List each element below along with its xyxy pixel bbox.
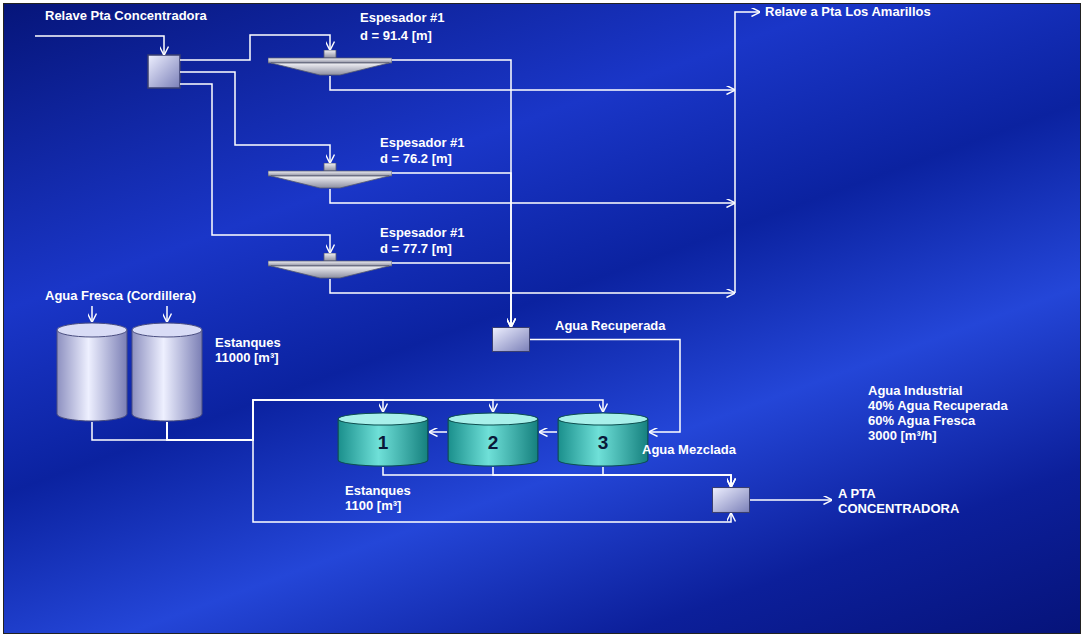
thickener: Espesador #1d = 91.4 [m] bbox=[268, 50, 392, 78]
mixing-tank: 3 bbox=[557, 412, 649, 467]
thickener-symbol bbox=[268, 163, 392, 191]
collector-box bbox=[492, 327, 530, 352]
mixing-tank: 1 bbox=[337, 412, 429, 467]
fresh-inlet bbox=[166, 306, 168, 322]
mixing-tank: 2 bbox=[447, 412, 539, 467]
flow-label: Relave a Pta Los Amarillos bbox=[765, 4, 931, 19]
feed-pipe bbox=[180, 72, 330, 163]
tailings-pipe bbox=[735, 12, 760, 293]
node-label: Agua Recuperada bbox=[555, 318, 666, 333]
thickener-symbol bbox=[268, 50, 392, 78]
node-label: 40% Agua Recuperada bbox=[868, 398, 1008, 413]
fresh-inlet bbox=[91, 306, 93, 322]
flow-label: Relave Pta Concentradora bbox=[45, 8, 207, 23]
water-pipe bbox=[603, 467, 731, 487]
layout-pipes bbox=[35, 12, 832, 500]
node-label: d = 91.4 [m] bbox=[360, 28, 432, 43]
underflow-pipe bbox=[330, 189, 735, 203]
pipe-layer bbox=[3, 3, 1081, 634]
industrial-water-box: Agua Industrial40% Agua Recuperada60% Ag… bbox=[712, 487, 750, 513]
thickener: Espesador #1d = 76.2 [m] bbox=[268, 163, 392, 191]
feed-pipe bbox=[180, 84, 330, 253]
node-label: Espesador #1 bbox=[360, 10, 445, 25]
feed-pipe bbox=[35, 36, 164, 55]
thickener-symbol bbox=[268, 253, 392, 281]
flow-label: Agua Mezclada bbox=[642, 442, 736, 457]
fresh-water-tanks bbox=[55, 322, 207, 422]
feed-pipe bbox=[180, 35, 330, 60]
flow-label: Agua Fresca (Cordillera) bbox=[45, 288, 196, 303]
node-label: d = 77.7 [m] bbox=[380, 241, 452, 256]
fresh-outlet-pipe bbox=[92, 422, 167, 440]
water-pipe bbox=[429, 431, 447, 433]
tank-number: 1 bbox=[337, 432, 429, 454]
background-panel: Espesador #1d = 91.4 [m]Espesador #1d = … bbox=[3, 3, 1081, 634]
node-label: 3000 [m³/h] bbox=[868, 428, 937, 443]
node-label: Espesador #1 bbox=[380, 135, 465, 150]
water-pipe bbox=[167, 400, 493, 440]
output-pipe bbox=[750, 499, 832, 501]
water-pipe bbox=[392, 60, 511, 327]
water-pipe bbox=[392, 263, 511, 327]
underflow-pipe bbox=[330, 76, 735, 90]
diagram-stage: Espesador #1d = 91.4 [m]Espesador #1d = … bbox=[3, 3, 1081, 634]
water-pipe bbox=[539, 431, 557, 433]
water-pipe bbox=[493, 467, 731, 487]
node-label: Agua Industrial bbox=[868, 383, 963, 398]
water-pipe bbox=[530, 340, 680, 433]
node-label: Estanques 11000 [m³] bbox=[215, 335, 301, 365]
flow-label: A PTA CONCENTRADORA bbox=[838, 486, 959, 516]
collector-box bbox=[712, 487, 750, 513]
water-pipe bbox=[383, 467, 731, 487]
flow-label: Estanques 1100 [m³] bbox=[345, 483, 425, 513]
fresh-water-tank-group: Estanques 11000 [m³] bbox=[55, 322, 207, 422]
node-label: Espesador #1 bbox=[380, 225, 465, 240]
node-label: 60% Agua Fresca bbox=[868, 413, 975, 428]
node-label: d = 76.2 [m] bbox=[380, 151, 452, 166]
splitter-box bbox=[148, 55, 180, 88]
tank-number: 2 bbox=[447, 432, 539, 454]
recovered-water-box: Agua Recuperada bbox=[492, 327, 530, 352]
tank-number: 3 bbox=[557, 432, 649, 454]
thickener: Espesador #1d = 77.7 [m] bbox=[268, 253, 392, 281]
underflow-pipe bbox=[330, 279, 735, 293]
